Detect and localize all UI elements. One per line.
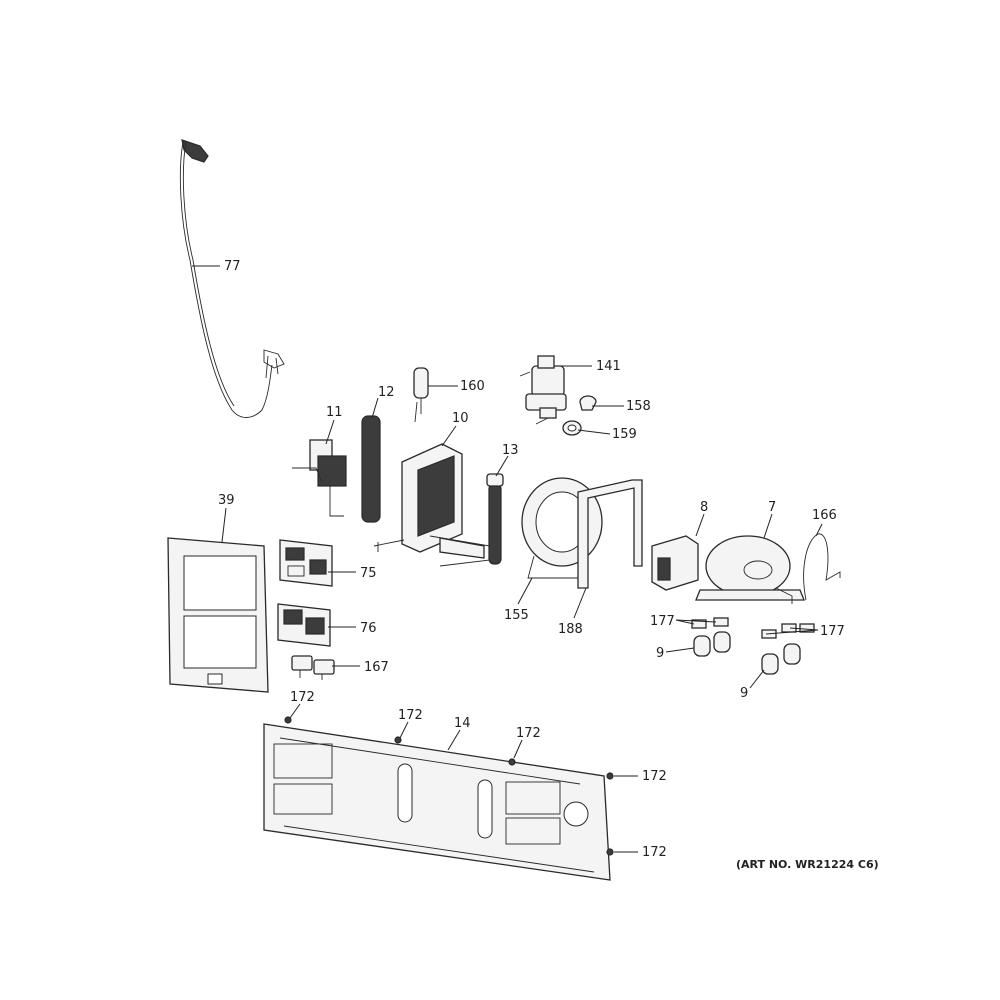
- callout-13: 13: [502, 443, 519, 458]
- part-14-back-panel[interactable]: [263, 723, 611, 881]
- leader-lines: [192, 265, 823, 853]
- part-11-bracket[interactable]: [292, 439, 347, 517]
- callout-155: 155: [504, 608, 529, 623]
- callout-9-left: 9: [656, 646, 664, 661]
- part-166-tube[interactable]: [803, 533, 841, 601]
- part-8-relay[interactable]: [651, 535, 699, 591]
- callout-141: 141: [596, 359, 621, 374]
- callout-172-b: 172: [398, 708, 423, 723]
- part-9-grommets[interactable]: [693, 631, 801, 675]
- part-172-screws[interactable]: [284, 716, 614, 856]
- part-10-condenser[interactable]: [373, 443, 491, 567]
- callout-labels: 77 12 160 141 158 159 11 10 13 39 75 76 …: [218, 259, 879, 871]
- part-77-wire-harness[interactable]: [179, 139, 285, 418]
- callout-167: 167: [364, 660, 389, 675]
- callout-172-a: 172: [290, 690, 315, 705]
- part-7-compressor[interactable]: [695, 535, 805, 604]
- part-75-control-board[interactable]: [279, 539, 333, 587]
- callout-177-left: 177: [650, 614, 675, 629]
- callout-188: 188: [558, 622, 583, 637]
- part-76-board[interactable]: [277, 603, 331, 647]
- callout-76: 76: [360, 621, 377, 636]
- part-141-water-valve[interactable]: [519, 355, 567, 425]
- callout-177-right: 177: [820, 624, 845, 639]
- callout-8: 8: [700, 500, 708, 515]
- part-159-grommet[interactable]: [562, 420, 582, 436]
- callout-9-right: 9: [740, 686, 748, 701]
- art-number: (ART NO. WR21224 C6): [736, 858, 879, 871]
- callout-172-d: 172: [642, 769, 667, 784]
- part-13-drain-tube[interactable]: [486, 473, 504, 565]
- callout-75: 75: [360, 566, 377, 581]
- callout-11: 11: [326, 405, 343, 420]
- callout-12: 12: [378, 385, 395, 400]
- part-188-u-tube[interactable]: [577, 479, 643, 589]
- callout-7: 7: [768, 500, 776, 515]
- callout-166: 166: [812, 508, 837, 523]
- callout-172-e: 172: [642, 845, 667, 860]
- part-39-frame[interactable]: [167, 537, 269, 693]
- callout-14: 14: [454, 716, 471, 731]
- callout-159: 159: [612, 427, 637, 442]
- callout-77: 77: [224, 259, 241, 274]
- part-160-sensor[interactable]: [413, 367, 429, 423]
- part-167-connector[interactable]: [291, 655, 335, 680]
- part-12-foam-tube[interactable]: [361, 415, 381, 523]
- callout-10: 10: [452, 411, 469, 426]
- callout-160: 160: [460, 379, 485, 394]
- callout-39: 39: [218, 493, 235, 508]
- callout-172-c: 172: [516, 726, 541, 741]
- callout-158: 158: [626, 399, 651, 414]
- part-158-clip[interactable]: [579, 395, 597, 411]
